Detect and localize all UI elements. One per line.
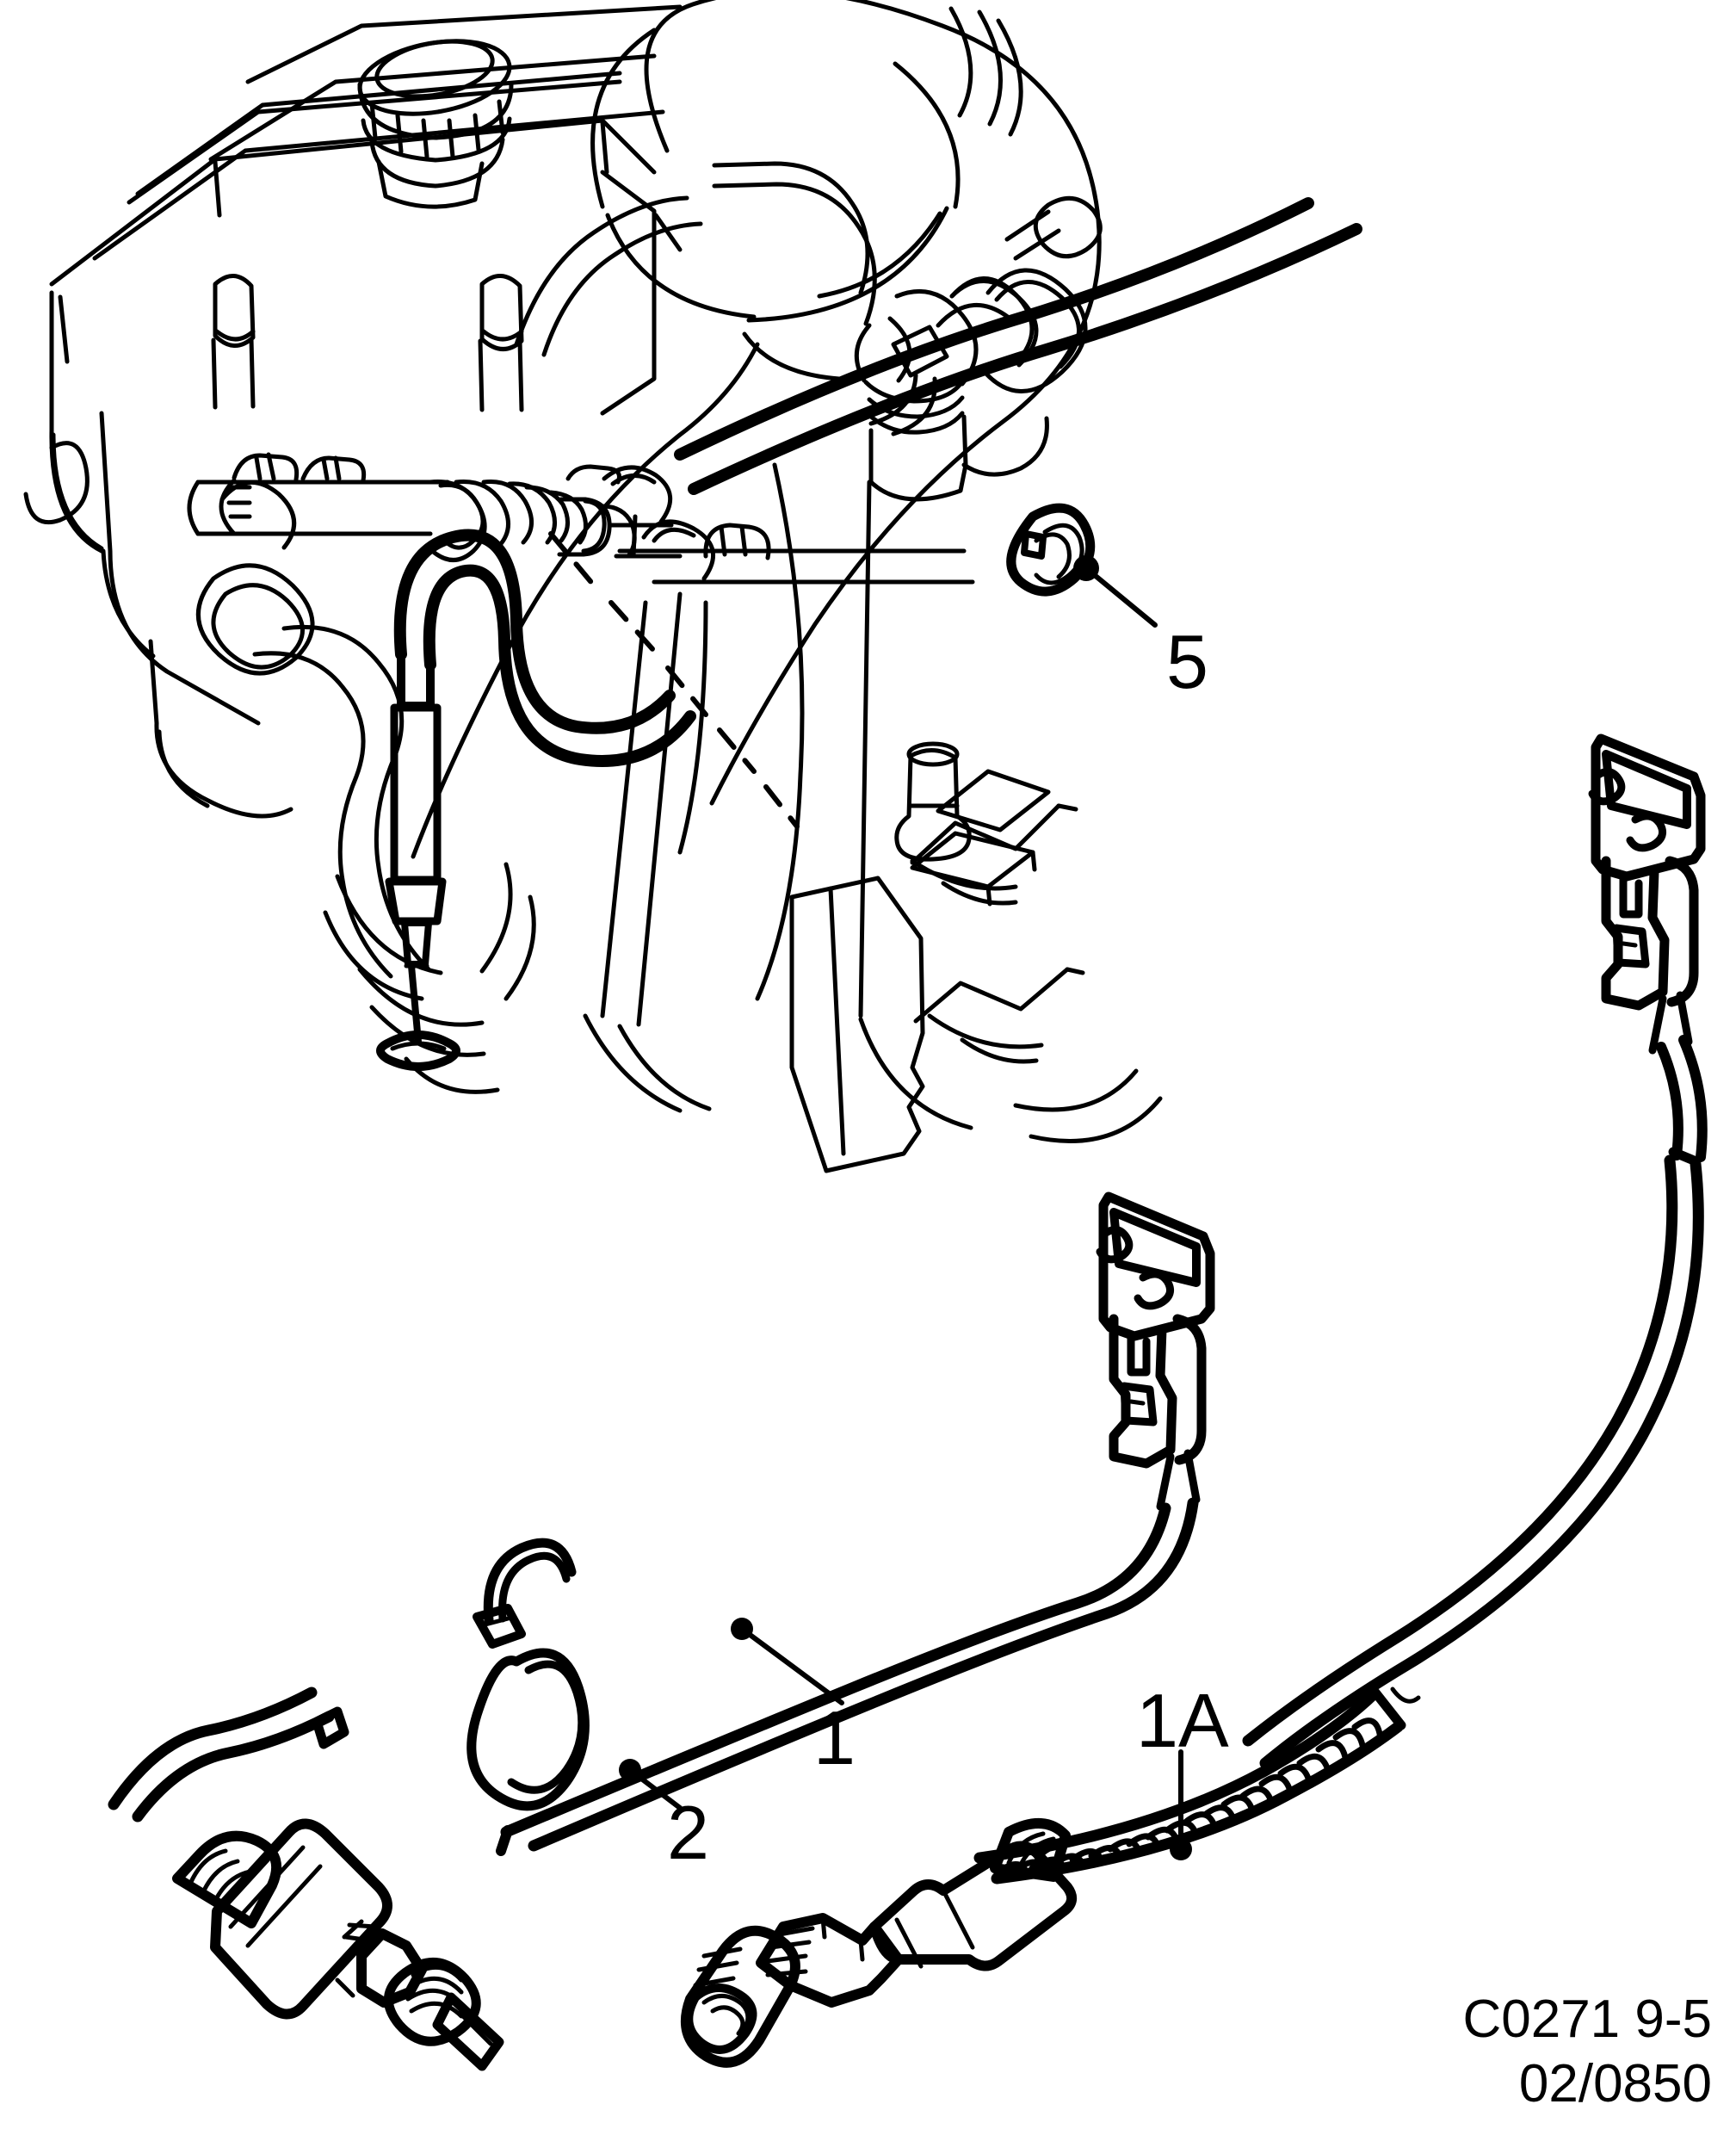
cylinder-head-valve-cover [49,4,683,416]
drawing-caption: C0271 9-5 02/0850 [1462,1987,1712,2117]
revision-code-line: 02/0850 [1518,2054,1712,2114]
callout-label-2: 2 [667,1790,709,1875]
vacuum-hose-assembly [514,161,1362,502]
callout-label-5: 5 [1166,619,1208,704]
harness-connector-upper [1588,733,1708,1166]
lambda-sensor-front [108,1686,504,2071]
drawing-number-line: C0271 9-5 [1462,1989,1712,2049]
exhaust-manifold [23,290,536,1094]
air-intake-hose [411,0,1102,859]
lambda-sensor-cable-front [496,1497,1199,1856]
cable-tie [466,1538,590,1811]
harness-connector-lower [1096,1191,1215,1511]
callout-label-1: 1 [813,1695,856,1780]
callout-leaders [619,555,1192,1860]
lambda-sensor-installed [219,480,696,1071]
fuel-rail-and-injectors [187,452,1163,1173]
callout-label-1a: 1A [1136,1678,1229,1763]
lambda-sensor-rear [680,1154,1704,2068]
oil-filler-cap [357,39,514,209]
spring-clip [1006,503,1096,597]
